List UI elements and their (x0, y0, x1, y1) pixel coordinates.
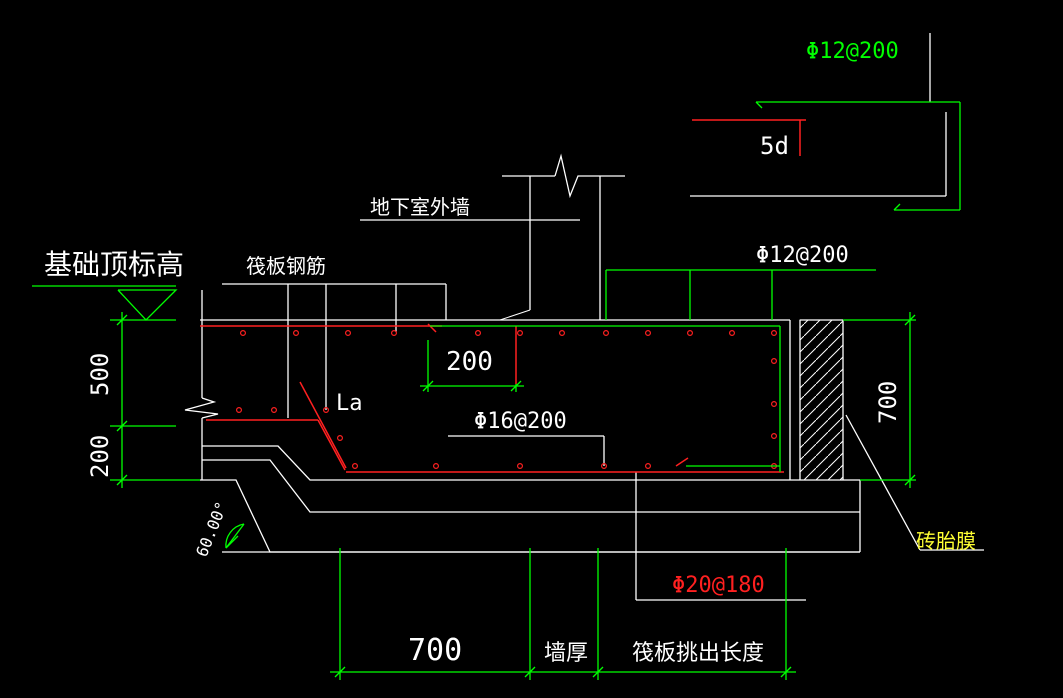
foundation-top-elevation-label: 基础顶标高 (44, 248, 184, 281)
rebar-dots (236, 330, 777, 470)
five-d-label: 5d (760, 132, 789, 160)
basement-exterior-wall-label: 地下室外墙 (370, 195, 470, 219)
lap-length-label: La (336, 391, 363, 416)
wall-thickness-label: 墙厚 (544, 641, 588, 666)
brick-tire-mold-hatch (799, 319, 844, 481)
dim-700-vertical-label: 700 (874, 381, 902, 424)
dim-200-vertical-label: 200 (86, 435, 114, 478)
dim-500-label: 500 (86, 353, 114, 396)
green-lines (32, 101, 961, 680)
lap-200-dimension: 200 (446, 347, 493, 377)
raft-rebar-label: 筏板钢筋 (246, 254, 326, 278)
wall-side-bar-label: Φ12@200 (756, 243, 849, 268)
top-detail-bar-label: Φ12@200 (806, 39, 899, 64)
structure-outline (184, 33, 984, 601)
slope-angle-label: 60.00° (192, 499, 231, 560)
brick-tire-mold-label: 砖胎膜 (916, 529, 976, 553)
bottom-bar-phi20-label: Φ20@180 (672, 573, 765, 598)
annotations: 基础顶标高 筏板钢筋 地下室外墙 Φ12@200 5d Φ12@200 Φ16@… (44, 39, 976, 668)
rebar-lines (200, 119, 806, 473)
raft-overhang-length-label: 筏板挑出长度 (632, 641, 764, 666)
dim-700-bottom-label: 700 (408, 633, 462, 668)
raft-bottom-bar-label: Φ16@200 (474, 409, 567, 434)
